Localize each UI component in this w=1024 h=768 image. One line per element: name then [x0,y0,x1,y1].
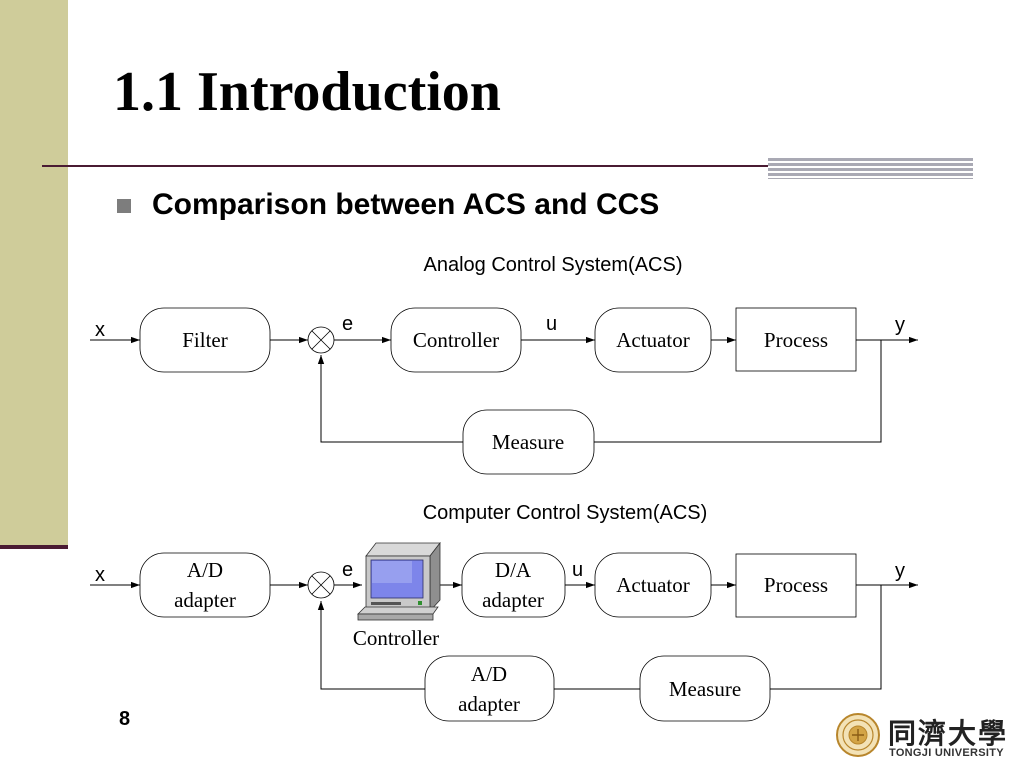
bullet-square-icon [117,199,131,213]
left-band-edge [0,545,68,549]
acs-control-label: u [546,313,557,335]
ccs-input-ad-label-line2: adapter [174,588,236,612]
ccs-output-label: y [895,560,905,582]
ccs-input-label: x [95,564,105,586]
ccs-controller-label: Controller [353,626,439,650]
university-name-cn: 同濟大學 [888,717,1009,750]
ccs-da-block [461,552,566,618]
acs-filter-label: Filter [182,328,228,352]
ccs-caption: Computer Control System(ACS) [423,502,708,524]
acs-process-block [735,307,857,372]
title-rule-accent [768,158,973,179]
ccs-actuator-label: Actuator [616,573,689,597]
acs-measure-label: Measure [492,430,564,454]
acs-error-label: e [342,313,353,335]
ccs-measure-block [639,655,771,722]
acs-controller-label: Controller [413,328,499,352]
acs-measure-block [462,409,595,475]
ccs-feedback-line-1 [770,585,882,690]
ccs-feedback-arrow [317,601,425,690]
acs-summing-junction [307,326,335,354]
ccs-process-label: Process [764,573,828,597]
ccs-input-ad-label-line1: A/D [187,558,223,582]
computer-icon [357,541,441,621]
acs-output-label: y [895,314,905,336]
left-decorative-band [0,0,68,545]
acs-caption: Analog Control System(ACS) [424,254,683,276]
acs-actuator-block [594,307,712,373]
acs-filter-block [139,307,271,373]
ccs-control-label: u [572,559,583,581]
title-rule [42,165,772,167]
acs-input-label: x [95,319,105,341]
ccs-measure-label: Measure [669,677,741,701]
acs-controller-block [390,307,522,373]
ccs-da-label-line2: adapter [482,588,544,612]
ccs-process-block [735,553,857,618]
ccs-input-ad-block [139,552,271,618]
acs-feedback-line [594,340,882,443]
ccs-actuator-block [594,552,712,618]
acs-feedback-arrow [317,355,463,443]
ccs-feedback-ad-label-line2: adapter [458,692,520,716]
acs-actuator-label: Actuator [616,328,689,352]
ccs-error-label: e [342,559,353,581]
bullet-text: Comparison between ACS and CCS [152,188,660,221]
university-name-en: TONGJI UNIVERSITY [889,747,1004,759]
ccs-feedback-ad-block [424,655,555,722]
ccs-summing-junction [307,571,335,599]
page-number: 8 [119,708,131,730]
acs-process-label: Process [764,328,828,352]
acs-diagram: Analog Control System(ACS) Filter [90,254,918,475]
ccs-feedback-ad-label-line1: A/D [471,662,507,686]
university-seal-icon [836,713,880,757]
slide-title: 1.1 Introduction [113,61,501,123]
ccs-da-label-line1: D/A [495,558,532,582]
ccs-diagram: Computer Control System(ACS) [90,502,918,722]
